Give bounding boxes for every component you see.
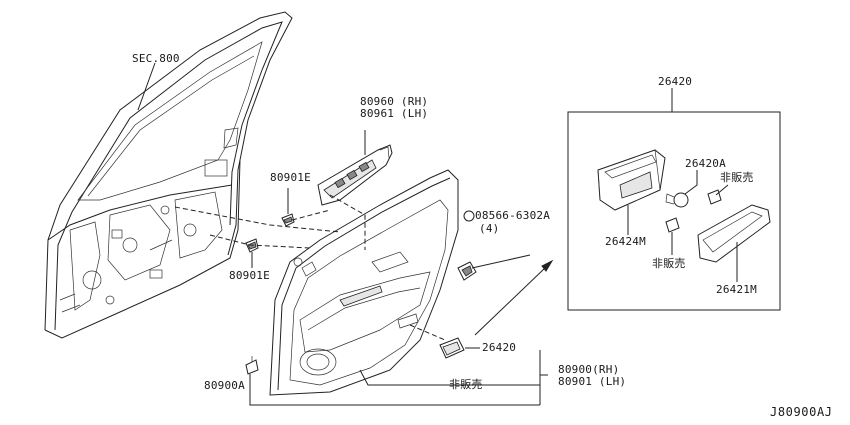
bottom-leader xyxy=(249,374,540,406)
label-not-sold-trim: 非販売 xyxy=(449,378,483,391)
screw-08566 xyxy=(457,261,477,281)
label-80900-rh: 80900(RH) xyxy=(558,363,620,376)
detail-arrow-line xyxy=(474,267,546,336)
label-80900a: 80900A xyxy=(204,379,245,392)
lamp-housing-26424m xyxy=(597,149,666,211)
clip-80900a xyxy=(245,356,259,375)
sec-800-leader xyxy=(137,62,156,111)
label-80901-lh: 80901 (LH) xyxy=(558,375,627,388)
label-not-sold-lower: 非販売 xyxy=(652,257,686,270)
socket-part-lower xyxy=(665,217,680,233)
bulb-leader xyxy=(684,170,698,195)
label-08566-qty: (4) xyxy=(479,222,500,235)
socket-upper-leader xyxy=(715,184,729,196)
label-80960-rh: 80960 (RH) xyxy=(360,95,429,108)
screw-s-symbol xyxy=(463,210,475,222)
label-80961-lh: 80961 (LH) xyxy=(360,107,429,120)
bulb-26420a xyxy=(665,192,689,208)
trim-leader-right xyxy=(539,350,548,405)
clip-80901e-upper xyxy=(281,213,295,227)
label-80901e-top: 80901E xyxy=(270,171,311,184)
label-26420a: 26420A xyxy=(685,157,726,170)
detail-box xyxy=(567,111,781,311)
label-not-sold-upper: 非販売 xyxy=(720,171,754,184)
detail-arrow-head xyxy=(541,259,554,272)
label-26420-box: 26420 xyxy=(658,75,693,88)
label-26421m: 26421M xyxy=(716,283,757,296)
screw-leader xyxy=(471,254,531,269)
label-80901e-bottom: 80901E xyxy=(229,269,270,282)
label-sec-800: SEC.800 xyxy=(132,52,180,65)
door-trim-panel xyxy=(269,169,459,396)
door-frame-illustration xyxy=(44,11,293,339)
label-26420-main: 26420 xyxy=(482,341,517,354)
trim-leader xyxy=(359,369,540,386)
label-26424m: 26424M xyxy=(605,235,646,248)
lens-26421m xyxy=(697,204,771,263)
courtesy-lamp xyxy=(439,337,465,359)
power-window-switch xyxy=(317,144,393,206)
label-08566: 08566-6302A xyxy=(475,209,551,222)
alignment-dashes xyxy=(174,194,446,341)
diagram-code: J80900AJ xyxy=(770,405,833,419)
